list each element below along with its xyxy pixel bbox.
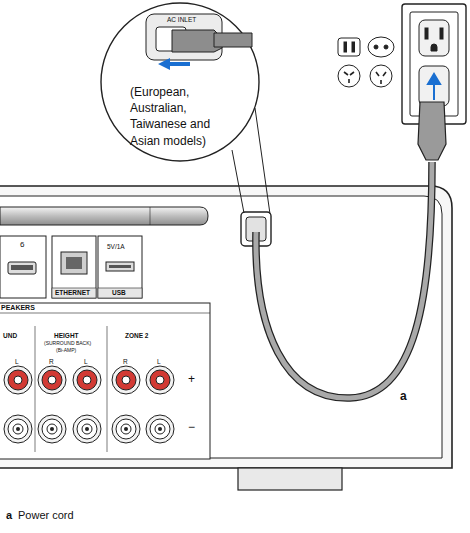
port-number: 6 bbox=[20, 240, 24, 249]
channel-side: L bbox=[157, 358, 161, 365]
insert-arrow bbox=[158, 58, 190, 70]
speaker-terminals bbox=[4, 366, 174, 443]
channel-note: (Bi-AMP) bbox=[56, 348, 76, 354]
wall-outlet bbox=[402, 4, 466, 160]
callout-magnifier bbox=[101, 3, 259, 161]
plug bbox=[418, 102, 446, 160]
channel-side: R bbox=[123, 358, 128, 365]
caption-text: Power cord bbox=[18, 509, 74, 522]
insert-arrow bbox=[428, 74, 440, 100]
model-note: (European, Australian, Taiwanese and Asi… bbox=[130, 84, 234, 149]
channel-label: HEIGHT bbox=[54, 332, 79, 339]
port-label: USB bbox=[112, 289, 126, 296]
polarity-mark: − bbox=[188, 421, 195, 435]
foot bbox=[238, 468, 342, 490]
callout-line bbox=[232, 150, 244, 213]
channel-label: UND bbox=[3, 332, 17, 339]
ac-inlet bbox=[146, 14, 222, 60]
receiver-rear-panel bbox=[0, 186, 452, 490]
section-title: PEAKERS bbox=[1, 304, 35, 312]
port-label: ETHERNET bbox=[55, 289, 90, 296]
channel-label: ZONE 2 bbox=[125, 332, 148, 339]
port-rating: 5V/1A bbox=[107, 243, 125, 250]
power-cord bbox=[256, 162, 432, 398]
callout-line bbox=[255, 108, 270, 214]
hdmi-port bbox=[8, 262, 36, 274]
usb-port bbox=[106, 262, 134, 271]
ethernet-port bbox=[61, 252, 87, 274]
channel-side: L bbox=[84, 358, 88, 365]
channel-note: (SURROUND BACK) bbox=[44, 341, 91, 347]
polarity-mark: + bbox=[188, 373, 195, 387]
plug-type-symbols bbox=[338, 37, 394, 87]
callout-letter: a bbox=[6, 509, 12, 522]
port-label: AC INLET bbox=[167, 16, 196, 23]
channel-side: R bbox=[49, 358, 54, 365]
callout-letter: a bbox=[400, 390, 407, 404]
channel-side: L bbox=[15, 358, 19, 365]
